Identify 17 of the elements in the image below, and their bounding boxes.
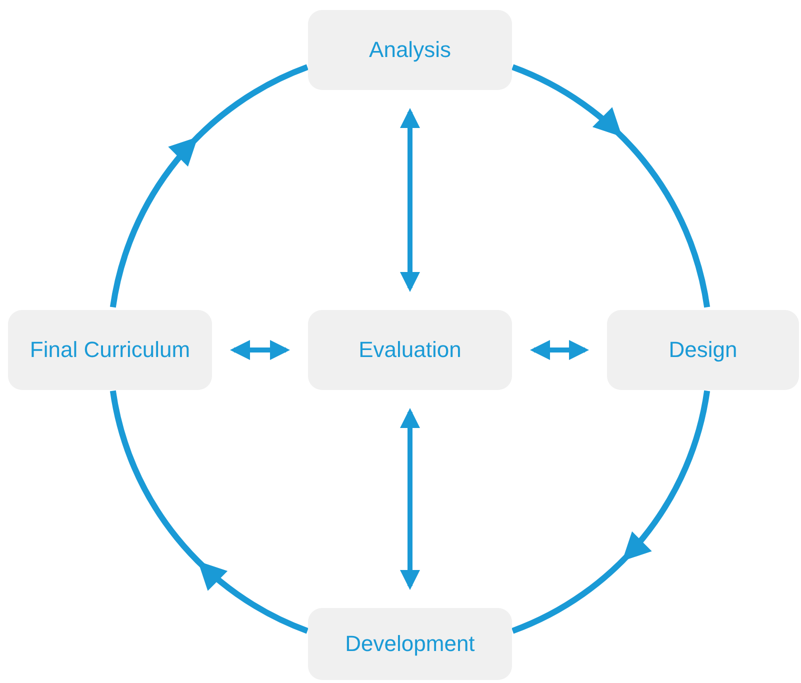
curved-arrow (110, 64, 309, 308)
process-box (607, 310, 799, 390)
box-label: Development (345, 631, 475, 657)
box-label: Design (668, 337, 738, 363)
double-arrow (400, 108, 420, 292)
double-arrow (400, 408, 420, 590)
curved-arrow (511, 390, 710, 634)
box-label: Final Curriculum (30, 337, 190, 363)
double-arrow (230, 340, 290, 360)
process-box (308, 608, 512, 680)
curved-arrow (511, 64, 710, 308)
box-label: Evaluation (358, 337, 462, 363)
box-label: Analysis (369, 37, 451, 63)
double-arrow (530, 340, 589, 360)
process-box (8, 310, 212, 390)
curved-arrow (110, 390, 309, 634)
process-box (308, 10, 512, 90)
